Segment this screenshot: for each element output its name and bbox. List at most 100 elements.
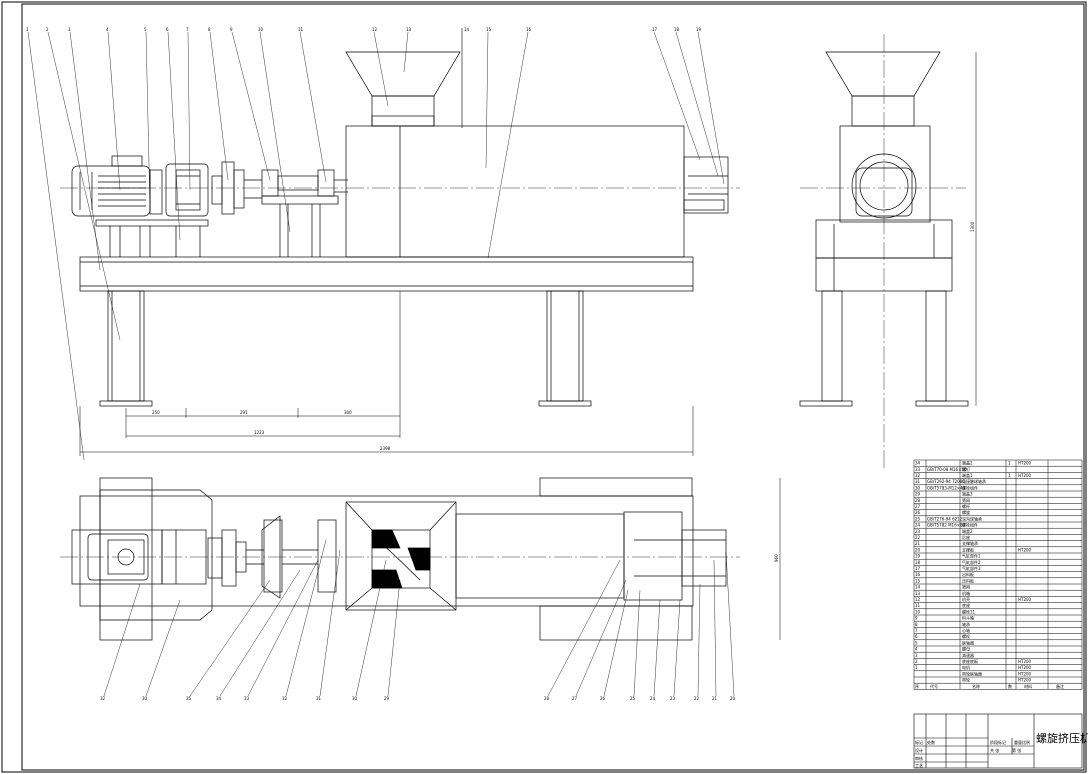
parts-name: 电机: [962, 664, 970, 670]
parts-material: HT200: [1018, 678, 1032, 683]
balloon-18: 18: [674, 27, 680, 32]
parts-header-code: 代号: [930, 683, 938, 689]
balloon-8: 8: [208, 27, 211, 32]
parts-no: 8: [915, 622, 918, 627]
parts-no: 22: [915, 535, 921, 540]
parts-name: 端盖2: [962, 528, 973, 534]
parts-no: 31: [915, 479, 921, 484]
parts-name: 螺栓: [962, 633, 970, 639]
balloon-17: 17: [652, 27, 658, 32]
parts-no: 9: [915, 616, 918, 621]
parts-no: 26: [915, 510, 921, 515]
balloon-b1: 32: [100, 696, 106, 701]
parts-material: HT200: [1018, 547, 1032, 552]
balloon-b6: 32: [282, 696, 288, 701]
parts-no: 3: [915, 653, 918, 658]
parts-name: 出料板: [962, 571, 974, 577]
parts-no: 6: [915, 634, 918, 639]
parts-name: 筛网: [962, 584, 970, 590]
tb-scale: 比例: [1022, 739, 1030, 745]
parts-no: 32: [915, 473, 921, 478]
dim-width: 960: [774, 554, 779, 562]
hopper-neck: [371, 95, 435, 127]
parts-header-name: 名称: [972, 683, 980, 689]
balloon-12: 12: [372, 27, 378, 32]
parts-no: 12: [915, 597, 921, 602]
parts-header-note: 备注: [1056, 683, 1064, 689]
parts-name: 角接触球轴承: [962, 478, 986, 484]
parts-no: 2: [915, 659, 918, 664]
parts-name: 压料板: [962, 577, 974, 583]
balloon-b14: 24: [650, 696, 656, 701]
parts-qty: 1: [1008, 461, 1011, 466]
balloon-1: 1: [26, 27, 29, 32]
parts-name: 螺钉: [962, 466, 970, 472]
parts-no: 14: [915, 585, 921, 590]
hopper: [345, 51, 461, 97]
parts-name: 机箱: [962, 590, 970, 596]
parts-header-no: 序: [915, 683, 919, 689]
parts-no: 10: [915, 609, 921, 614]
balloon-b10: 28: [544, 696, 550, 701]
tb-review: 审核: [915, 755, 923, 761]
dim-300: 300: [344, 410, 352, 415]
balloon-b18: 20: [730, 696, 736, 701]
parts-name: 端盖2: [962, 460, 973, 466]
balloon-b17: 21: [712, 696, 718, 701]
parts-name: 料斗箱: [962, 615, 974, 621]
balloon-b13: 25: [630, 696, 636, 701]
cylinder: [683, 156, 729, 214]
parts-no: 23: [915, 529, 921, 534]
parts-no: 33: [915, 467, 921, 472]
parts-name: 气缸部件2: [962, 559, 981, 565]
balloon-9: 9: [230, 27, 233, 32]
balloons-bottom: 32 30 35 34 33 32 31 30 29 28 27 26 25 2…: [100, 696, 736, 701]
parts-name: 螺母: [962, 646, 970, 652]
dim-291: 291: [240, 410, 248, 415]
tb-sheet: 第 张: [1012, 747, 1021, 753]
parts-name: 心轴: [962, 627, 970, 633]
balloon-b12: 26: [600, 696, 606, 701]
coupling: [211, 175, 223, 205]
balloon-b15: 23: [670, 696, 676, 701]
parts-name: 支撑板: [962, 546, 974, 552]
parts-name: 螺栓组件: [962, 484, 978, 490]
dim-1223: 1223: [254, 430, 265, 435]
balloon-13: 13: [406, 27, 412, 32]
tb-process: 工艺: [915, 763, 923, 768]
parts-material: HT200: [1018, 671, 1032, 676]
motor-plate: [99, 489, 213, 621]
parts-no: 13: [915, 591, 921, 596]
front-leg-left: [107, 290, 145, 402]
parts-name: 底座: [962, 602, 970, 608]
parts-header-qty: 数: [1008, 683, 1012, 689]
parts-no: 24: [915, 523, 921, 528]
tb-design: 设计: [915, 747, 923, 753]
parts-no: 11: [915, 603, 921, 608]
parts-name: 带轮: [962, 677, 970, 683]
parts-no: 4: [915, 647, 918, 652]
balloon-5: 5: [144, 27, 147, 32]
front-view: [60, 28, 740, 456]
parts-no: 27: [915, 504, 921, 509]
balloon-7: 7: [186, 27, 189, 32]
balloon-b7: 31: [316, 696, 322, 701]
parts-no: 7: [915, 628, 918, 633]
parts-name: 底座底板: [962, 658, 978, 664]
parts-no: 15: [915, 578, 921, 583]
dim-height: 1300: [970, 221, 975, 232]
side-hopper: [825, 51, 941, 97]
balloon-b2: 30: [142, 696, 148, 701]
parts-name: 端盖1: [962, 472, 973, 478]
parts-no: 5: [915, 640, 918, 645]
feed-box: [345, 501, 457, 611]
parts-name: 气缸部件3: [962, 565, 981, 571]
parts-code: GB/T292-94 7208C: [927, 479, 965, 484]
parts-no: 20: [915, 547, 921, 552]
parts-name: 联轴器: [962, 639, 974, 645]
tb-weight: 重量: [1014, 739, 1022, 745]
reducer: [165, 163, 209, 217]
balloon-15: 15: [486, 27, 492, 32]
